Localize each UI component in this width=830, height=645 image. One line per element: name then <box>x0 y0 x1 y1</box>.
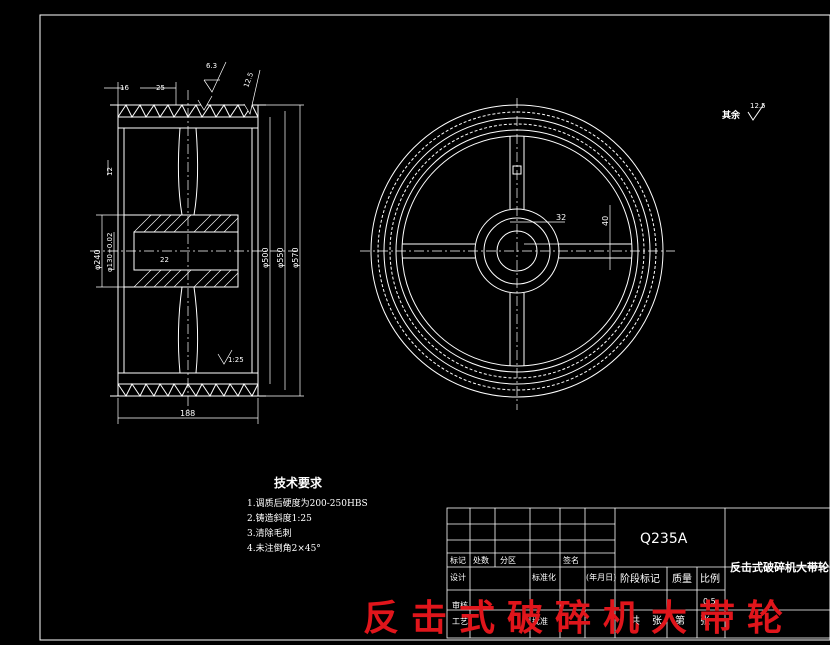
dim-d2: φ550 <box>276 247 285 268</box>
tb-label-process: 工艺 <box>452 617 468 626</box>
dim-d1: φ500 <box>261 247 270 268</box>
tb-label-approve: 批准 <box>532 616 548 626</box>
tb-label-mark: 标记 <box>450 555 466 565</box>
dim-top-a: 16 <box>120 84 129 92</box>
tb-label-design: 设计 <box>450 572 466 582</box>
pulley-front-view: 32 40 <box>360 98 675 410</box>
tb-label-weight: 质量 <box>672 573 692 585</box>
hub-hatch <box>133 214 239 288</box>
dim-left-small: 12 <box>106 167 114 176</box>
requirement-item-1: 1.调质后硬度为200-250HBS <box>247 497 368 509</box>
surface-note-value: 12.5 <box>750 102 766 110</box>
tb-label-check: 审核 <box>452 600 468 610</box>
dim-taper: 1:25 <box>228 356 244 364</box>
tb-label-scale: 比例 <box>700 572 720 585</box>
requirement-item-4: 4.未注倒角2×45° <box>247 542 321 554</box>
dim-bore-inner: φ130+0.02 <box>106 233 114 272</box>
upper-web <box>177 127 199 216</box>
tb-page-suffix: 张 <box>700 615 710 627</box>
dim-rib-height: 40 <box>601 216 610 226</box>
lower-web <box>177 286 199 374</box>
requirement-item-3: 3.清除毛刺 <box>247 527 292 539</box>
dim-hub-hole: 22 <box>160 256 169 264</box>
drawing-border <box>39 14 830 641</box>
dim-d3: φ570 <box>291 247 300 268</box>
tb-page-label: 第 <box>675 614 685 627</box>
pulley-section-view: 16 25 6.3 12.5 12 φ240 φ130+0.02 22 φ500… <box>90 61 304 424</box>
tb-scale-value: 0.5 <box>703 597 716 606</box>
material-value: Q235A <box>640 531 688 547</box>
dim-top-b: 25 <box>156 84 165 92</box>
tb-label-zone: 分区 <box>500 556 516 565</box>
dim-rib-width: 32 <box>556 213 566 222</box>
tb-label-stage: 阶段标记 <box>620 572 660 585</box>
tb-label-count: 处数 <box>473 555 489 565</box>
tb-label-date: (年月日) <box>586 572 616 582</box>
tb-label-standard: 标准化 <box>532 572 556 582</box>
surface-note-text: 其余 <box>722 109 741 121</box>
dim-bore-outer: φ240 <box>93 249 102 270</box>
left-dimension-lines <box>96 61 304 424</box>
dim-roughness-top: 6.3 <box>206 62 217 70</box>
dim-width: 188 <box>180 409 195 418</box>
technical-requirements: 技术要求 1.调质后硬度为200-250HBS 2.铸造斜度1:25 3.清除毛… <box>247 475 368 554</box>
tb-total-label: 共 <box>630 615 640 627</box>
tb-label-sign: 签名 <box>563 555 579 565</box>
requirements-title: 技术要求 <box>274 475 323 490</box>
watermark-text: 反击式破碎机大带轮 <box>363 597 795 639</box>
part-name: 反击式破碎机大带轮 <box>730 560 829 574</box>
surface-finish-note: 其余 12.5 <box>722 102 766 121</box>
requirement-item-2: 2.铸造斜度1:25 <box>247 512 312 524</box>
tb-sheet-label: 张 <box>652 615 662 627</box>
title-block <box>446 507 830 639</box>
